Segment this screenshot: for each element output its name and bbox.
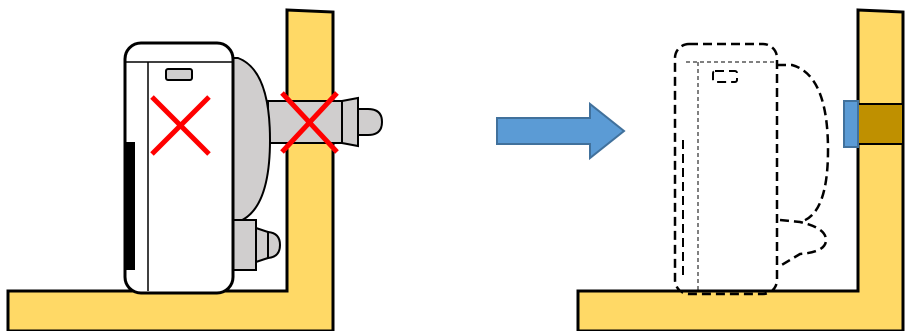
before-panel — [6, 8, 384, 331]
heater-side-grille — [126, 142, 135, 270]
lower-connector — [227, 219, 282, 271]
wall-left — [6, 8, 335, 331]
heater-display — [165, 68, 193, 81]
after-panel — [576, 8, 905, 331]
wall-sleeve — [857, 103, 904, 145]
right-arrow-icon — [496, 101, 626, 161]
blue-cap — [843, 100, 859, 148]
cross-icon-heater — [150, 95, 211, 156]
removed-heater-outline — [673, 42, 830, 296]
heater-rear-housing — [227, 57, 272, 223]
heater-body — [123, 41, 235, 295]
pipe — [267, 96, 384, 148]
wall-right — [576, 8, 905, 331]
cross-icon-pipe — [280, 91, 339, 154]
